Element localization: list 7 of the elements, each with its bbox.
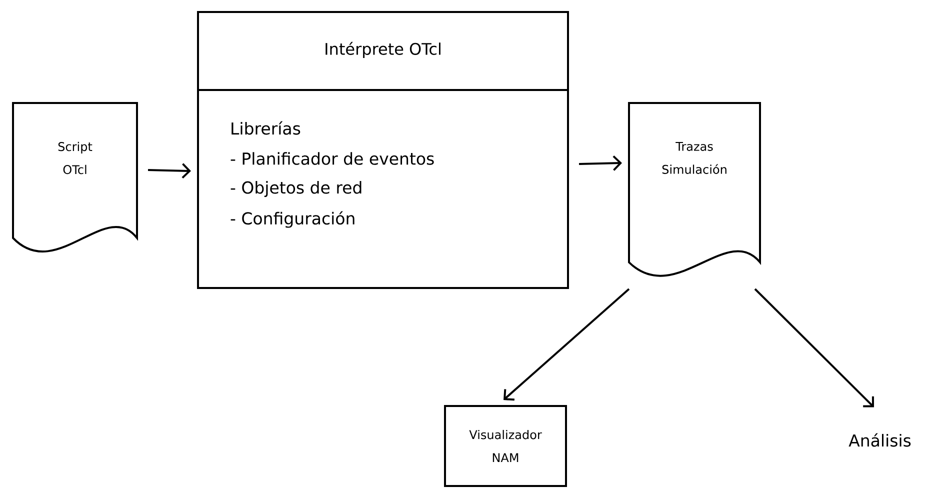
arrow — [754, 288, 874, 408]
arrow — [504, 288, 630, 401]
process-box: Visualizador NAM — [444, 405, 567, 487]
output-label: Análisis — [848, 433, 911, 447]
arrow — [148, 163, 191, 179]
process-box: Intérprete OTcl Librerías - Planificador de eventos - Objetos de red - Configuración — [197, 11, 569, 289]
arrow — [578, 155, 622, 171]
